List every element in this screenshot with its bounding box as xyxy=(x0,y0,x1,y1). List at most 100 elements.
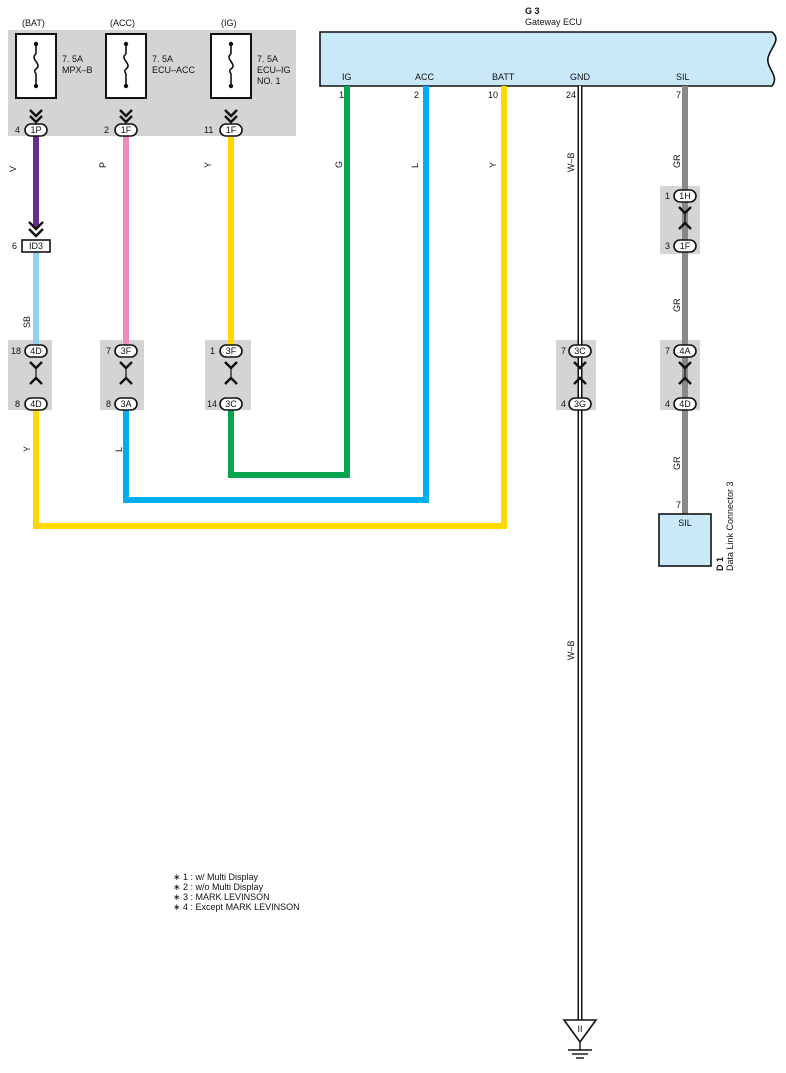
conn-code: 1F xyxy=(121,125,132,135)
pin-num: 1 xyxy=(210,346,215,356)
pin-num: 11 xyxy=(204,125,213,135)
ecu-pin-num-ig: 1 xyxy=(339,90,344,100)
ecu-pin-num-sil: 7 xyxy=(676,90,681,100)
wire-label-l-bottom: L xyxy=(114,447,124,452)
pin-num: 8 xyxy=(15,399,20,409)
conn-code: 4D xyxy=(30,346,42,356)
pin-num: 7 xyxy=(561,346,566,356)
conn-code: 3G xyxy=(574,399,586,409)
fuse-acc: (ACC) 7. 5A ECU–ACC xyxy=(105,18,196,99)
pin-num: 2 xyxy=(104,125,109,135)
fuse-icon xyxy=(228,53,234,75)
wire-label-p: P xyxy=(98,162,108,168)
ecu-name: Gateway ECU xyxy=(525,17,582,27)
conn-code: 3F xyxy=(121,346,132,356)
wire-g-ig xyxy=(228,86,350,478)
fuse-bat-amp: 7. 5A xyxy=(62,54,83,64)
ecu-pin-label-batt: BATT xyxy=(492,72,515,82)
pin-num: 8 xyxy=(106,399,111,409)
fuse-connectors: 1P 4 1F 2 1F 11 xyxy=(15,109,243,137)
conn-code: 1H xyxy=(679,191,691,201)
pin-num: 7 xyxy=(106,346,111,356)
dlc-code: D 1 xyxy=(715,557,725,571)
connector-oval xyxy=(219,123,243,137)
wire-y-batt xyxy=(33,86,507,529)
id3-connector: ID3 6 xyxy=(12,221,51,253)
chevron-down-icon xyxy=(29,109,43,124)
ecu-pin-label-acc: ACC xyxy=(415,72,435,82)
dlc-body xyxy=(658,513,712,567)
id3-pin: 6 xyxy=(12,241,17,251)
wire-labels: V P Y G L Y W–B GR GR GR SB Y L W–B xyxy=(8,152,682,660)
wire-label-gr-bottom: GR xyxy=(672,456,682,470)
pin-num: 14 xyxy=(207,399,217,409)
wire-label-gr-top: GR xyxy=(672,154,682,168)
ecu-pin-num-gnd: 24 xyxy=(566,90,576,100)
pin-num: 4 xyxy=(15,125,20,135)
wire-label-wb-top: W–B xyxy=(566,152,576,172)
fuse-acc-supply: (ACC) xyxy=(110,18,135,28)
dlc-pin: 7 xyxy=(676,500,681,510)
id3-box xyxy=(21,239,51,253)
note-2: ∗ 2 : w/o Multi Display xyxy=(173,882,264,892)
chevron-down-icon xyxy=(119,109,133,124)
gateway-ecu: G 3 Gateway ECU IG ACC BATT GND SIL 1 2 … xyxy=(319,6,777,100)
conn-code: 1P xyxy=(30,125,41,135)
wire-label-g: G xyxy=(334,161,344,168)
ecu-pin-label-sil: SIL xyxy=(676,72,690,82)
chevron-down-icon xyxy=(28,221,44,238)
ground-label: II xyxy=(577,1024,582,1034)
dlc-name: Data Link Connector 3 xyxy=(725,481,735,571)
pin-num: 7 xyxy=(665,346,670,356)
wire-label-wb-bottom: W–B xyxy=(566,640,576,660)
chevron-down-icon xyxy=(224,109,238,124)
pin-num: 18 xyxy=(11,346,21,356)
pin-num: 1 xyxy=(665,191,670,201)
conn-code: 3C xyxy=(574,346,586,356)
note-1: ∗ 1 : w/ Multi Display xyxy=(173,872,259,882)
fuse-acc-name: ECU–ACC xyxy=(152,65,196,75)
pin-num: 4 xyxy=(561,399,566,409)
conn-code: 3F xyxy=(226,346,237,356)
conn-code: 4D xyxy=(679,399,691,409)
wire-label-y-batt: Y xyxy=(488,162,498,168)
id3-label: ID3 xyxy=(29,241,43,251)
fuse-ig-supply: (IG) xyxy=(221,18,237,28)
wire-label-y-ig: Y xyxy=(203,162,213,168)
fuse-acc-amp: 7. 5A xyxy=(152,54,173,64)
wire-label-y-bottom: Y xyxy=(22,446,32,452)
ecu-code: G 3 xyxy=(525,6,540,16)
wire-label-sb: SB xyxy=(22,316,32,328)
dlc-label: SIL xyxy=(678,518,692,528)
fuse-ig-amp: 7. 5A xyxy=(257,54,278,64)
fuse-bat-supply: (BAT) xyxy=(22,18,45,28)
fuse-ig-name-1: ECU–IG xyxy=(257,65,291,75)
fuse-bat: (BAT) 7. 5A MPX–B xyxy=(15,18,93,99)
chevron-icon xyxy=(573,361,587,385)
wire-label-l-top: L xyxy=(410,163,420,168)
connector-oval xyxy=(24,123,48,137)
fuse-ig-name-2: NO. 1 xyxy=(257,76,281,86)
conn-code: 4D xyxy=(30,399,42,409)
conn-code: 1F xyxy=(226,125,237,135)
ground-icon: II xyxy=(562,1019,598,1059)
ecu-pin-label-gnd: GND xyxy=(570,72,591,82)
ecu-body xyxy=(319,31,777,87)
connector-oval xyxy=(114,123,138,137)
note-4: ∗ 4 : Except MARK LEVINSON xyxy=(173,902,300,912)
junction-connectors: 4D 18 4D 8 3F 7 3A 8 3F 1 3C 14 3C 7 3G … xyxy=(11,189,697,411)
ecu-pin-num-acc: 2 xyxy=(414,90,419,100)
conn-code: 4A xyxy=(679,346,690,356)
pin-num: 3 xyxy=(665,241,670,251)
conn-code: 1F xyxy=(680,241,691,251)
data-link-connector: 7 SIL D 1 Data Link Connector 3 xyxy=(658,481,735,571)
conn-code: 3C xyxy=(225,399,237,409)
note-3: ∗ 3 : MARK LEVINSON xyxy=(173,892,270,902)
wires xyxy=(33,86,688,529)
pin-num: 4 xyxy=(665,399,670,409)
fuse-bat-name: MPX–B xyxy=(62,65,93,75)
ecu-pin-label-ig: IG xyxy=(342,72,352,82)
ecu-pin-num-batt: 10 xyxy=(488,90,498,100)
wire-l-acc xyxy=(123,86,429,503)
